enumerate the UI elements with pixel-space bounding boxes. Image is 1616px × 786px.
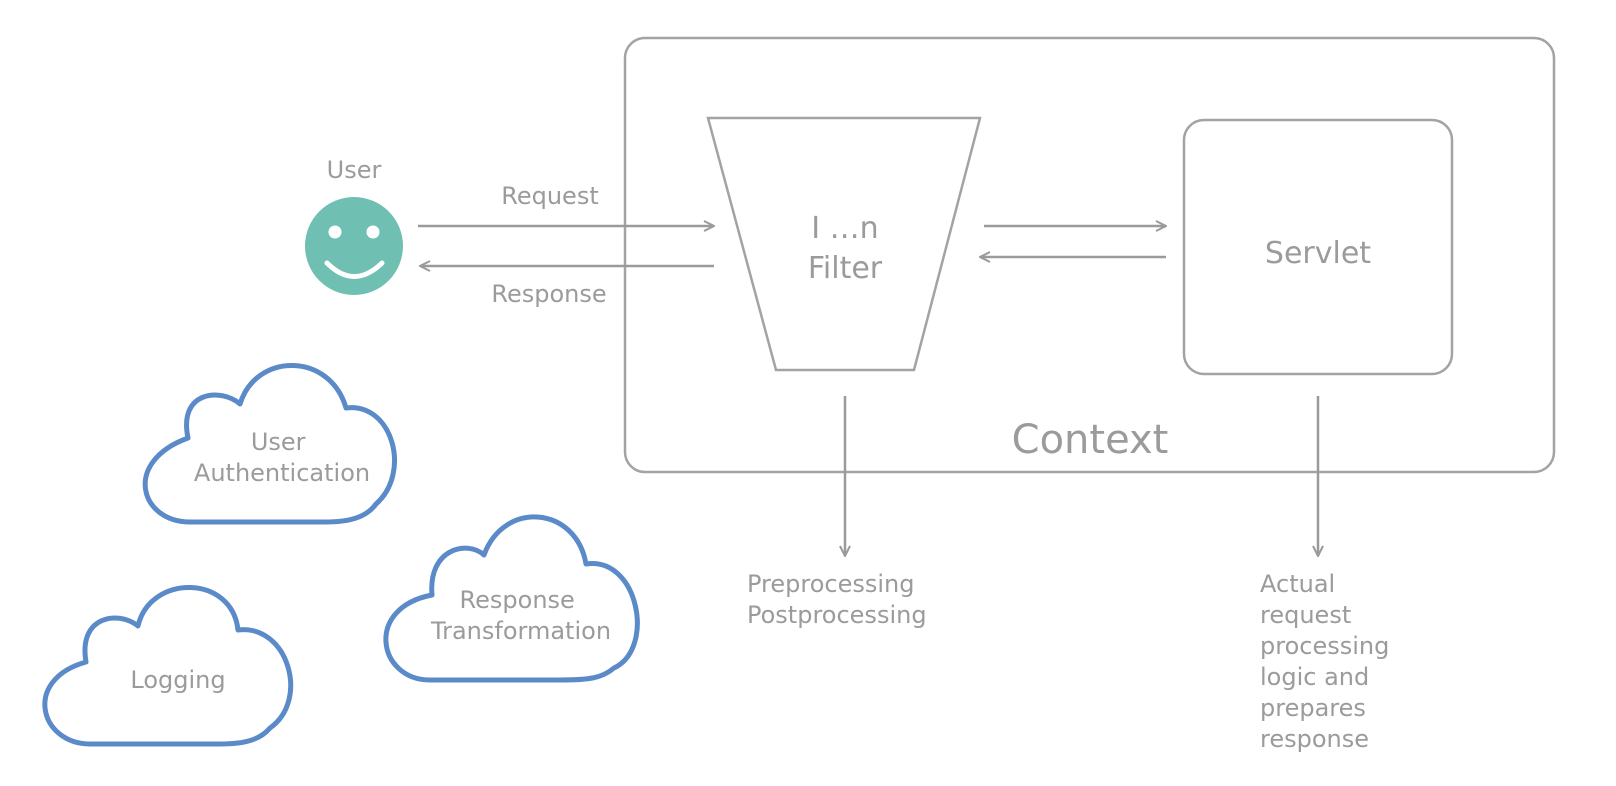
servlet-note-line: request <box>1260 601 1351 629</box>
cloud-auth-line: Authentication <box>194 459 370 487</box>
context-box <box>623 36 1556 474</box>
servlet-note-line: logic and <box>1260 663 1369 691</box>
cloud-transform-line: Response <box>460 586 575 614</box>
servlet-note: Actual request processing logic and prep… <box>1260 570 1397 753</box>
svg-text:Response Transformation: Response Transformation <box>430 586 611 645</box>
context-label: Context <box>1012 417 1169 463</box>
user-smiley-icon <box>305 197 403 295</box>
filter-note-line: Postprocessing <box>747 601 927 629</box>
cloud-transform-line: Transformation <box>430 617 611 645</box>
user-label: User <box>327 156 382 184</box>
cloud-logging-label: Logging <box>130 666 225 694</box>
servlet-note-line: processing <box>1260 632 1389 660</box>
servlet-note-line: response <box>1260 725 1369 753</box>
cloud-user-authentication: User Authentication <box>142 363 397 525</box>
request-label: Request <box>501 182 599 210</box>
servlet-box <box>1182 118 1454 376</box>
servlet-note-line: Actual <box>1260 570 1335 598</box>
servlet-label: Servlet <box>1265 236 1371 271</box>
filter-shape <box>706 116 982 372</box>
response-label: Response <box>491 280 606 308</box>
filter-note-line: Preprocessing <box>747 570 915 598</box>
filter-label-line1: I …n <box>811 211 878 246</box>
cloud-logging: Logging <box>42 585 294 747</box>
svg-text:User Authentication: User Authentication <box>194 428 370 487</box>
cloud-auth-line: User <box>251 428 306 456</box>
filter-label-line2: Filter <box>808 251 883 286</box>
filter-note: Preprocessing Postprocessing <box>747 570 927 629</box>
servlet-note-line: prepares <box>1260 694 1366 722</box>
cloud-response-transformation: Response Transformation <box>383 514 640 683</box>
